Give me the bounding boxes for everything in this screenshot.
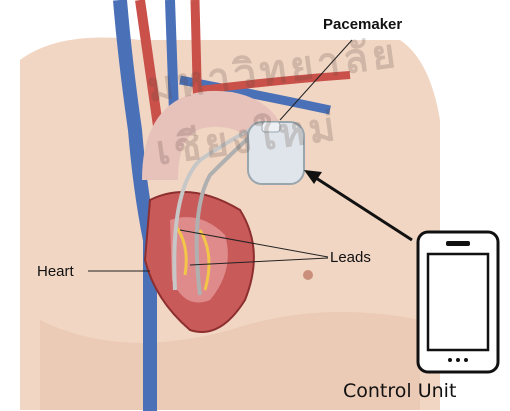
heart-label: Heart bbox=[37, 263, 74, 280]
pacemaker-label: Pacemaker bbox=[323, 16, 402, 33]
nipple bbox=[303, 270, 313, 280]
smartphone-icon bbox=[418, 232, 498, 372]
control-unit-label: Control Unit bbox=[343, 380, 456, 402]
leads-label: Leads bbox=[330, 249, 371, 266]
